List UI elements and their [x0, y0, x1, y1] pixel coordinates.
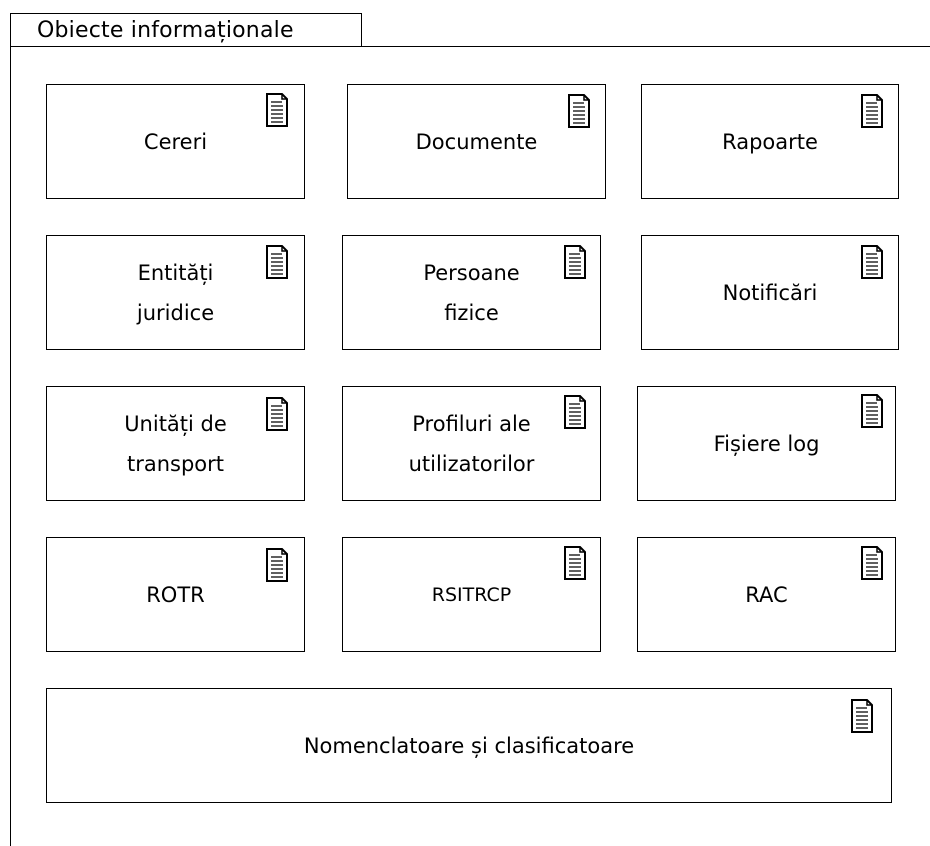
document-icon [266, 397, 288, 431]
object-profiluri-utilizatori[interactable]: Profiluri ale utilizatorilor [342, 386, 601, 501]
object-cereri[interactable]: Cereri [46, 84, 305, 199]
object-label: Persoane fizice [423, 260, 520, 325]
document-icon [266, 93, 288, 127]
document-icon [266, 245, 288, 279]
document-icon [564, 395, 586, 429]
object-label: Unități de transport [124, 411, 227, 476]
object-label: ROTR [146, 582, 205, 607]
object-label: RAC [745, 582, 788, 607]
package-title: Obiecte informaționale [37, 18, 294, 43]
object-label: Profiluri ale utilizatorilor [408, 411, 535, 476]
document-icon [568, 94, 590, 128]
document-icon [861, 394, 883, 428]
object-label: Documente [415, 129, 538, 154]
object-label: Nomenclatoare și clasificatoare [303, 733, 635, 758]
document-icon [564, 245, 586, 279]
object-rac[interactable]: RAC [637, 537, 896, 652]
package-frame [10, 46, 930, 846]
object-rapoarte[interactable]: Rapoarte [641, 84, 899, 199]
object-label: Cereri [143, 129, 208, 154]
object-label: Fișiere log [713, 431, 820, 456]
object-unitati-transport[interactable]: Unități de transport [46, 386, 305, 501]
package-tab: Obiecte informaționale [10, 13, 362, 47]
object-nomenclatoare[interactable]: Nomenclatoare și clasificatoare [46, 688, 892, 803]
object-persoane-fizice[interactable]: Persoane fizice [342, 235, 601, 350]
object-label: Rapoarte [722, 129, 818, 154]
object-label: Entități juridice [136, 260, 215, 325]
document-icon [266, 548, 288, 582]
object-label: Notificări [722, 280, 818, 305]
object-fisiere-log[interactable]: Fișiere log [637, 386, 896, 501]
object-label: RSITRCP [431, 583, 512, 606]
document-icon [564, 546, 586, 580]
document-icon [861, 94, 883, 128]
object-rotr[interactable]: ROTR [46, 537, 305, 652]
object-entitati-juridice[interactable]: Entități juridice [46, 235, 305, 350]
object-notificari[interactable]: Notificări [641, 235, 899, 350]
document-icon [861, 245, 883, 279]
document-icon [851, 699, 873, 733]
object-documente[interactable]: Documente [347, 84, 606, 199]
object-rsitrcp[interactable]: RSITRCP [342, 537, 601, 652]
document-icon [861, 546, 883, 580]
